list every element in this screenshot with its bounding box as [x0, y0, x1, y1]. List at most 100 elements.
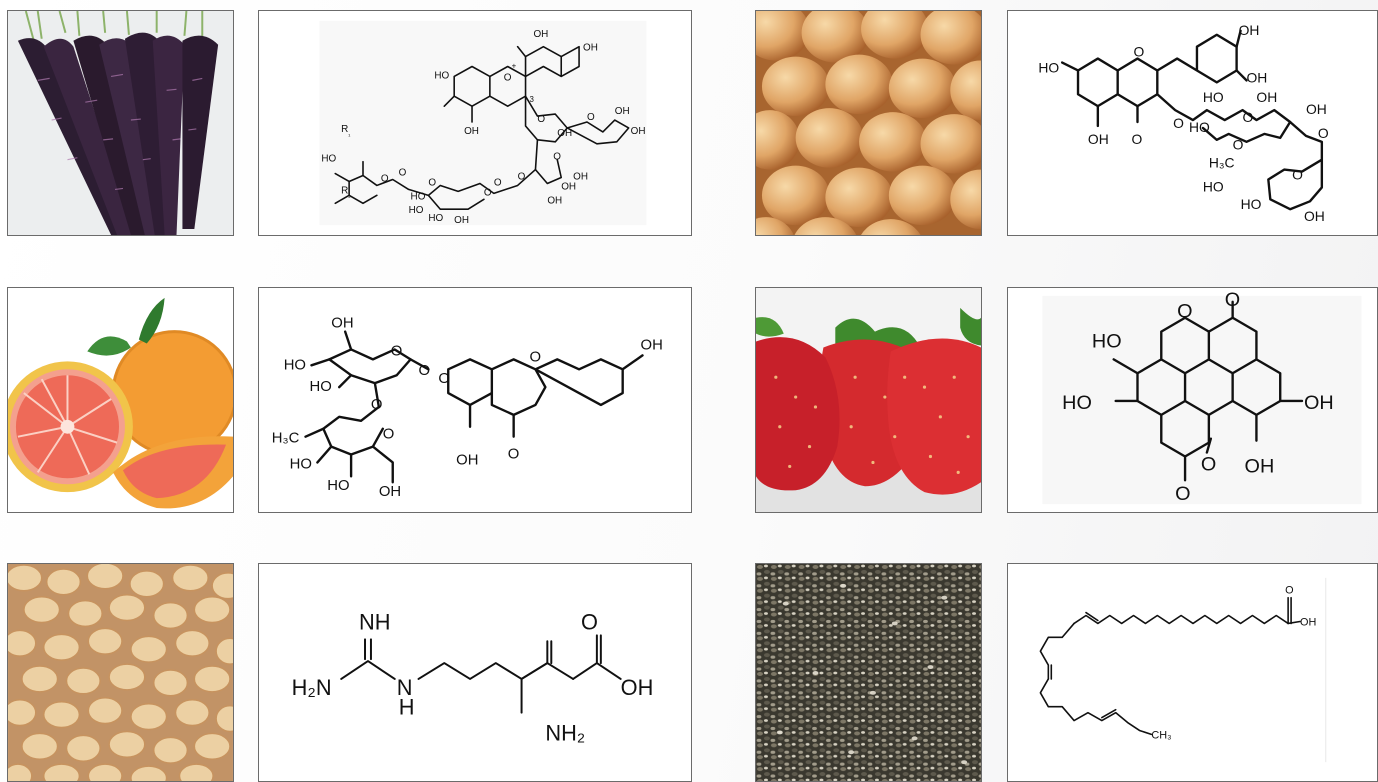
label-oh-2: OH	[379, 484, 401, 500]
label-o-ring: O	[1134, 44, 1145, 60]
chia-seeds-photo	[755, 563, 982, 782]
label-ho-2: HO	[321, 154, 336, 165]
label-h: H	[399, 695, 415, 720]
label-o-ring-2: O	[1201, 453, 1216, 475]
label-o-3: O	[1318, 125, 1329, 141]
label-plus: +	[512, 61, 517, 70]
label-ho-4: HO	[1203, 178, 1224, 194]
label-ho-4: HO	[428, 213, 443, 224]
label-o-link: O	[1173, 115, 1184, 131]
label-ho-2: HO	[1203, 89, 1224, 105]
fatty-acid-structure: O OH CH₃	[1007, 563, 1378, 782]
label-o-keto-2: O	[1175, 483, 1190, 505]
label-3: 3	[530, 95, 535, 104]
label-o-6: O	[399, 168, 407, 179]
quercetin-glycoside-diagram: HO OH OH OH O O O HO OH OH O HO O O H₃C …	[1038, 22, 1329, 224]
fatty-acid-diagram: O OH CH₃	[1039, 577, 1327, 763]
label-oh-2: OH	[583, 43, 598, 54]
yellow-onions-image	[756, 11, 981, 235]
label-o-keto-1: O	[1225, 289, 1240, 311]
ellagic-acid-diagram: HO O O HO OH O OH O	[1042, 289, 1362, 505]
label-h3c: H₃C	[272, 431, 300, 447]
purple-carrots-photo	[7, 10, 234, 236]
label-oh-3: OH	[464, 126, 479, 137]
label-ho-3: HO	[290, 456, 312, 472]
label-oh-1: OH	[533, 29, 548, 40]
label-oh-7: OH	[454, 215, 469, 226]
quercetin-glycoside-structure: HO OH OH OH O O O HO OH OH O HO O O H₃C …	[1007, 10, 1378, 236]
naringin-structure: OH HO O HO O O O H₃C O HO OH HO OH O OH …	[258, 287, 692, 513]
strawberries-image	[756, 288, 981, 512]
label-o-9: O	[518, 171, 526, 182]
label-oh-5: OH	[1306, 101, 1327, 117]
label-ho-4: HO	[327, 478, 349, 494]
label-o-5: O	[484, 187, 492, 198]
label-oh-6: OH	[561, 181, 576, 192]
label-ho-2: HO	[1062, 392, 1092, 414]
label-o-1: O	[391, 343, 403, 359]
label-ho-3: HO	[1189, 119, 1210, 135]
peanuts-image	[8, 564, 233, 781]
label-sub-2: ₂	[348, 192, 351, 199]
anthocyanin-diagram: HO OH OH OH + 3 O R R HO ₁ ₂ O O O O OH …	[319, 20, 647, 226]
arginine-structure: NH H₂N N H O OH NH₂	[258, 563, 692, 782]
label-oh-6: OH	[1304, 208, 1325, 224]
label-o-6: O	[508, 446, 520, 462]
label-oh: OH	[1300, 616, 1316, 628]
label-ho-5: HO	[1241, 196, 1262, 212]
label-sub-1: ₁	[348, 131, 351, 138]
label-r1: R	[341, 124, 348, 135]
label-o-4: O	[530, 349, 542, 365]
label-o-5: O	[383, 427, 395, 443]
label-ch3: CH₃	[1151, 729, 1171, 741]
label-r2: R	[341, 185, 348, 196]
label-oh-2: OH	[1247, 69, 1268, 85]
label-oh-3: OH	[1088, 131, 1109, 147]
label-ho: HO	[434, 70, 449, 81]
label-oh-4: OH	[615, 106, 630, 117]
label-oh-2: OH	[1245, 455, 1275, 477]
label-oh-4: OH	[456, 452, 478, 468]
label-o-ring: O	[504, 72, 512, 83]
purple-carrots-image	[8, 11, 233, 235]
label-oh-1: OH	[331, 316, 353, 332]
label-ho-1: HO	[284, 357, 306, 373]
label-o-keto: O	[1132, 131, 1143, 147]
yellow-onions-photo	[755, 10, 982, 236]
peanuts-photo	[7, 563, 234, 782]
label-o-sugar: O	[1243, 109, 1254, 125]
label-o-1: O	[537, 114, 545, 125]
label-oh-3: OH	[641, 337, 663, 353]
label-ho: HO	[1038, 59, 1059, 75]
label-nh: NH	[359, 609, 390, 634]
label-oh-1: OH	[1304, 392, 1334, 414]
label-oh-10: OH	[573, 171, 588, 182]
ellagic-acid-structure: HO O O HO OH O OH O	[1007, 287, 1378, 513]
label-o: O	[1285, 585, 1293, 597]
grapefruit-image	[8, 288, 233, 512]
label-o-3: O	[371, 397, 383, 413]
label-h3c: H₃C	[1209, 155, 1235, 171]
chia-seeds-image	[756, 564, 981, 781]
label-oh-4: OH	[1256, 89, 1277, 105]
grapefruit-photo	[7, 287, 234, 513]
strawberries-photo	[755, 287, 982, 513]
label-oh-1: OH	[1239, 22, 1260, 38]
label-h2n: H₂N	[292, 675, 332, 700]
label-ho-1: HO	[1092, 330, 1122, 352]
label-o-8: O	[494, 177, 502, 188]
label-ho-5: HO	[411, 191, 426, 202]
label-ho-2: HO	[309, 379, 331, 395]
label-o-2: O	[587, 112, 595, 123]
label-o-4: O	[1292, 166, 1303, 182]
label-o-2: O	[419, 363, 431, 379]
label-n: N	[397, 675, 413, 700]
label-o-7: O	[381, 173, 389, 184]
label-o: O	[581, 609, 598, 634]
label-o-4: O	[428, 177, 436, 188]
label-oh-5: OH	[631, 126, 646, 137]
label-o-2: O	[1233, 137, 1244, 153]
label-nh2: NH₂	[545, 720, 585, 745]
label-o-7: O	[438, 371, 450, 387]
label-oh-8: OH	[547, 195, 562, 206]
